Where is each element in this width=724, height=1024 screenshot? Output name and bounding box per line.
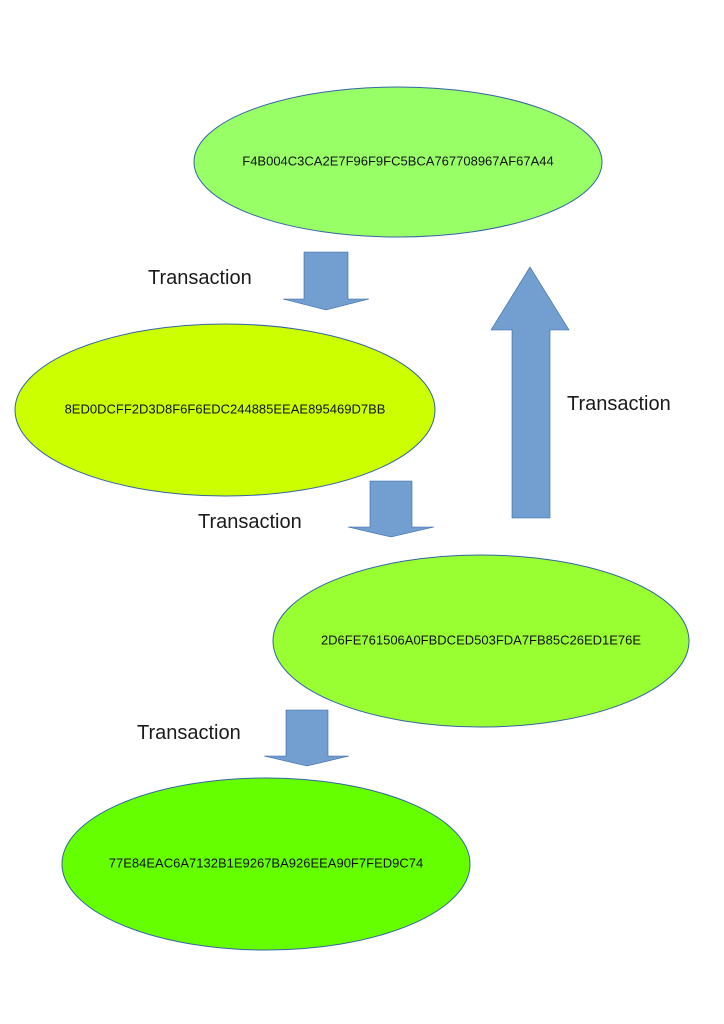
edge-3-label: Transaction — [567, 393, 671, 415]
edge-4: Transaction — [137, 709, 350, 767]
node-1-ellipse — [193, 86, 603, 238]
down-arrow-icon — [347, 480, 435, 538]
down-arrow-icon — [282, 251, 370, 311]
edge-1-label: Transaction — [148, 267, 252, 289]
edge-2: Transaction — [198, 480, 435, 538]
node-1-hash: F4B004C3CA2E7F96F9FC5BCA767708967AF67A44 — [242, 153, 553, 168]
node-3-hash: 2D6FE761506A0FBDCED503FDA7FB85C26ED1E76E — [321, 632, 641, 647]
node-4-ellipse — [61, 777, 471, 951]
node-2: 8ED0DCFF2D3D8F6F6EDC244885EEAE895469D7BB — [14, 323, 436, 497]
node-1: F4B004C3CA2E7F96F9FC5BCA767708967AF67A44 — [193, 86, 603, 238]
edge-4-label: Transaction — [137, 722, 241, 744]
edge-3: Transaction — [490, 266, 671, 519]
edge-1: Transaction — [148, 251, 370, 311]
node-4: 77E84EAC6A7132B1E9267BA926EEA90F7FED9C74 — [61, 777, 471, 951]
node-2-hash: 8ED0DCFF2D3D8F6F6EDC244885EEAE895469D7BB — [65, 401, 386, 416]
node-3: 2D6FE761506A0FBDCED503FDA7FB85C26ED1E76E — [272, 554, 690, 728]
node-3-ellipse — [272, 554, 690, 728]
edge-2-label: Transaction — [198, 511, 302, 533]
node-4-hash: 77E84EAC6A7132B1E9267BA926EEA90F7FED9C74 — [109, 855, 423, 870]
node-2-ellipse — [14, 323, 436, 497]
down-arrow-icon — [263, 709, 350, 767]
up-arrow-icon — [490, 266, 570, 519]
